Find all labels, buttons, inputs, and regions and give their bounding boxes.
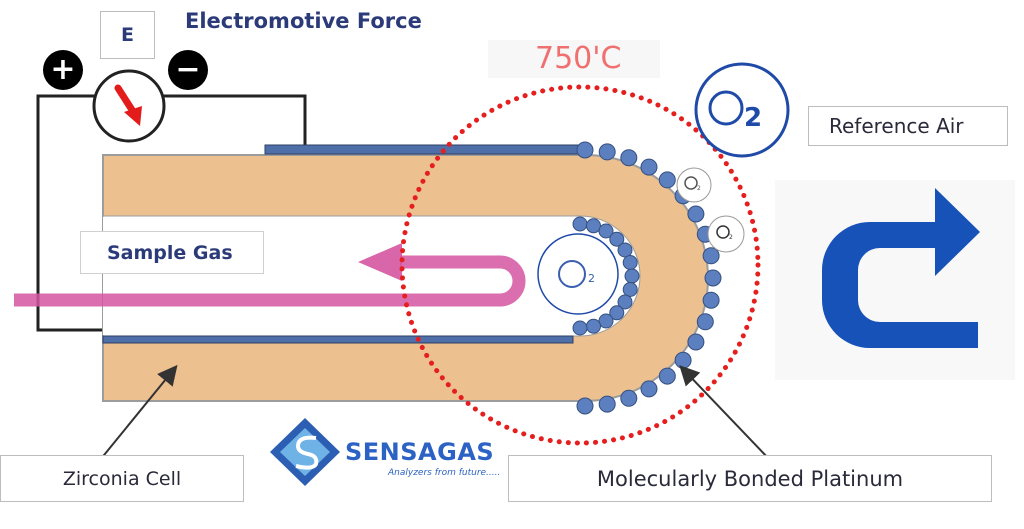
sample-gas-label: Sample Gas <box>107 241 233 264</box>
platinum-bead-outer <box>620 149 638 167</box>
zirconia-cell-label: Zirconia Cell <box>62 467 182 490</box>
negative-terminal-symbol: − <box>168 50 208 90</box>
platinum-bead-inner <box>598 223 614 239</box>
diagram-title: Electromotive Force <box>185 9 422 33</box>
meter-label: E <box>121 24 134 46</box>
platinum-bead-outer <box>696 313 714 331</box>
platinum-bead-outer <box>704 269 722 287</box>
platinum-bead-outer <box>687 205 705 223</box>
o2-molecule-small-2: 2 <box>707 215 745 253</box>
zirconia-pointer-arrow <box>99 364 178 461</box>
zirconia-cell-box: Zirconia Cell <box>0 455 244 502</box>
heated-zone-dotted-circle <box>399 84 761 446</box>
platinum-bead-outer <box>576 397 594 415</box>
o2-symbol-reference: 2 <box>694 62 790 158</box>
platinum-bead-outer <box>658 367 676 385</box>
o2-molecule-large: 2 <box>537 233 619 315</box>
temperature-panel <box>488 40 660 78</box>
reference-arrow-panel <box>775 180 1015 380</box>
platinum-bead-inner <box>617 294 633 310</box>
platinum-bead-outer <box>702 247 720 265</box>
platinum-bead-outer <box>687 333 705 351</box>
platinum-bead-inner <box>572 216 588 232</box>
logo-tagline: Analyzers from future..... <box>388 468 501 478</box>
platinum-bead-outer <box>658 171 676 189</box>
platinum-bead-outer <box>640 158 658 176</box>
platinum-bead-inner <box>598 313 614 329</box>
sensagas-logo-mark <box>270 418 340 486</box>
voltmeter <box>92 69 166 143</box>
positive-terminal-symbol: + <box>43 50 83 90</box>
svg-text:2: 2 <box>744 103 762 133</box>
svg-text:2: 2 <box>697 185 701 192</box>
platinum-bead-outer <box>640 380 658 398</box>
platinum-bead-inner <box>609 231 625 247</box>
temperature-label: 750'C <box>535 41 622 76</box>
outer-electrode <box>264 144 588 155</box>
reference-air-label: Reference Air <box>829 114 964 138</box>
platinum-bead-outer <box>620 389 638 407</box>
svg-text:2: 2 <box>588 272 595 285</box>
platinum-label: Molecularly Bonded Platinum <box>596 466 904 491</box>
platinum-bead-inner <box>572 320 588 336</box>
sample-gas-flow-arrow <box>14 243 526 307</box>
platinum-bead-inner <box>586 218 601 234</box>
meter-label-box: E <box>100 11 155 59</box>
reference-air-arrow <box>822 188 980 348</box>
circuit-wires <box>36 94 307 332</box>
platinum-bead-outer <box>702 291 720 309</box>
platinum-bead-outer <box>598 143 616 161</box>
platinum-bead-inner <box>624 268 640 284</box>
platinum-bead-outer <box>598 395 616 413</box>
platinum-bead-outer <box>674 351 692 369</box>
platinum-bead-inner <box>586 318 601 334</box>
svg-text:2: 2 <box>729 234 733 241</box>
platinum-pointer-arrow <box>679 365 771 461</box>
o2-molecule-small-1: 2 <box>676 167 712 203</box>
inner-electrode <box>102 335 574 344</box>
sample-gas-box: Sample Gas <box>80 231 264 274</box>
platinum-bead-inner <box>609 305 625 321</box>
platinum-bead-inner <box>617 242 633 258</box>
platinum-layer <box>572 141 722 415</box>
platinum-bead-inner <box>622 255 638 270</box>
platinum-bead-outer <box>576 141 594 159</box>
reference-air-box: Reference Air <box>808 106 1008 146</box>
platinum-box: Molecularly Bonded Platinum <box>508 455 992 502</box>
logo-name: SENSAGAS <box>345 438 495 466</box>
platinum-bead-inner <box>622 282 638 297</box>
